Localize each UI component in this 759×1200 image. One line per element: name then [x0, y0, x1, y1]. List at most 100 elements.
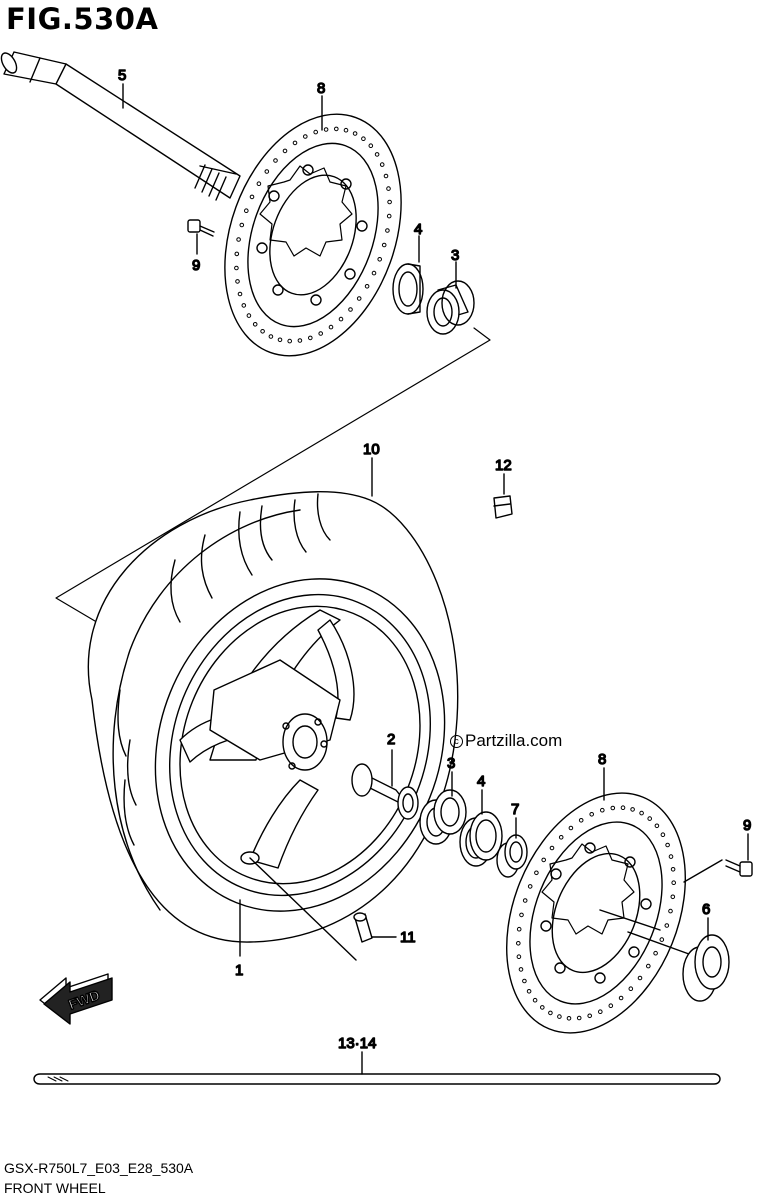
disc-hole	[618, 995, 624, 1001]
brake-disc-bottom	[506, 792, 686, 1034]
disc-hole	[268, 334, 274, 339]
callout-8-bottom: 8	[598, 751, 606, 768]
callout-3-top: 3	[451, 247, 459, 264]
disc-hole	[541, 857, 547, 863]
disc-hole	[668, 854, 674, 859]
diagram-name: FRONT WHEEL	[4, 1180, 106, 1196]
disc-hole	[576, 1015, 582, 1021]
figure-title: FIG.530A	[6, 2, 159, 36]
disc-hole	[303, 134, 308, 139]
fwd-arrow	[39, 973, 113, 1025]
disc-hole	[522, 898, 528, 903]
disc-hole	[282, 148, 288, 154]
disc-hole	[328, 324, 334, 330]
disc-hole	[379, 162, 385, 167]
disc-hole	[557, 1014, 562, 1019]
disc-hole	[234, 265, 239, 271]
disc-hole	[381, 242, 387, 248]
disc-hole	[234, 251, 240, 257]
disc-hole	[236, 237, 241, 242]
disc-hole	[361, 136, 366, 141]
disc-hole	[387, 199, 392, 205]
disc-hole	[670, 867, 676, 872]
disc-hole	[549, 845, 555, 851]
disc-hole	[516, 926, 522, 932]
bolt-bottom	[725, 859, 753, 877]
wheel	[154, 578, 446, 912]
disc-hole	[260, 329, 265, 334]
disc-hole	[589, 812, 595, 817]
disc-hole	[249, 194, 255, 200]
disc-hole	[587, 1013, 593, 1019]
disc-hole	[647, 816, 653, 821]
disc-hole	[639, 810, 644, 816]
disc-hole	[516, 954, 522, 960]
disc-hole	[374, 152, 380, 157]
disc-hole	[566, 1016, 572, 1021]
disc-hole	[598, 1009, 603, 1015]
disc-hole	[323, 127, 329, 132]
disc-hole	[334, 126, 339, 132]
disc-hole	[239, 222, 245, 228]
disc-hole	[608, 1003, 614, 1009]
disc-hole	[318, 331, 324, 336]
disc-hole	[664, 923, 670, 928]
callout-11: 11	[400, 929, 416, 946]
callout-12: 12	[495, 457, 512, 474]
oil-seal-top	[392, 263, 424, 315]
disc-hole	[338, 316, 344, 322]
disc-hole	[628, 986, 634, 992]
callout-9-top: 9	[192, 257, 200, 274]
disc-hole	[516, 941, 521, 946]
callout-6: 6	[702, 901, 710, 918]
disc-hole	[660, 832, 666, 838]
disc-hole	[313, 129, 319, 135]
disc-hole	[578, 818, 584, 823]
disc-hole	[522, 978, 527, 984]
disc-hole	[654, 823, 660, 829]
tire-valve	[249, 857, 373, 961]
disc-hole	[356, 296, 362, 301]
disc-hole	[292, 140, 298, 146]
callout-5: 5	[118, 67, 126, 84]
front-axle	[0, 51, 241, 201]
disc-hole	[237, 291, 243, 297]
disc-hole	[273, 158, 278, 163]
spacer	[351, 763, 419, 820]
copyright-icon: c	[450, 735, 463, 748]
disc-hole	[620, 805, 626, 811]
disc-hole	[364, 284, 370, 289]
disc-hole	[371, 270, 377, 276]
disc-hole	[548, 1010, 553, 1016]
disc-hole	[368, 143, 374, 148]
disc-hole	[264, 169, 270, 174]
disc-hole	[246, 313, 252, 318]
oil-seal-bottom	[459, 811, 503, 867]
disc-hole	[241, 303, 247, 308]
disc-hole	[630, 807, 635, 812]
disc-hole	[637, 975, 643, 981]
disc-hole	[256, 181, 262, 186]
disc-hole	[526, 989, 532, 994]
callout-9-bottom: 9	[743, 817, 751, 834]
disc-hole	[383, 173, 389, 179]
collar	[496, 834, 528, 878]
diagram-code: GSX-R750L7_E03_E28_530A	[4, 1160, 194, 1176]
disc-hole	[377, 257, 383, 262]
disc-hole	[568, 825, 574, 831]
disc-hole	[670, 894, 676, 900]
disc-hole	[385, 228, 390, 233]
disc-hole	[610, 805, 616, 811]
disc-hole	[235, 279, 240, 284]
disc-hole	[386, 186, 391, 191]
disc-hole	[277, 337, 283, 343]
callout-2: 2	[387, 731, 395, 748]
disc-hole	[527, 884, 533, 889]
disc-hole	[671, 880, 677, 886]
assembly-guide-line	[55, 327, 491, 625]
disc-hole	[653, 950, 658, 956]
callout-13-14: 13·14	[338, 1035, 376, 1052]
callout-1: 1	[235, 962, 243, 979]
bearing-bottom	[419, 789, 467, 845]
